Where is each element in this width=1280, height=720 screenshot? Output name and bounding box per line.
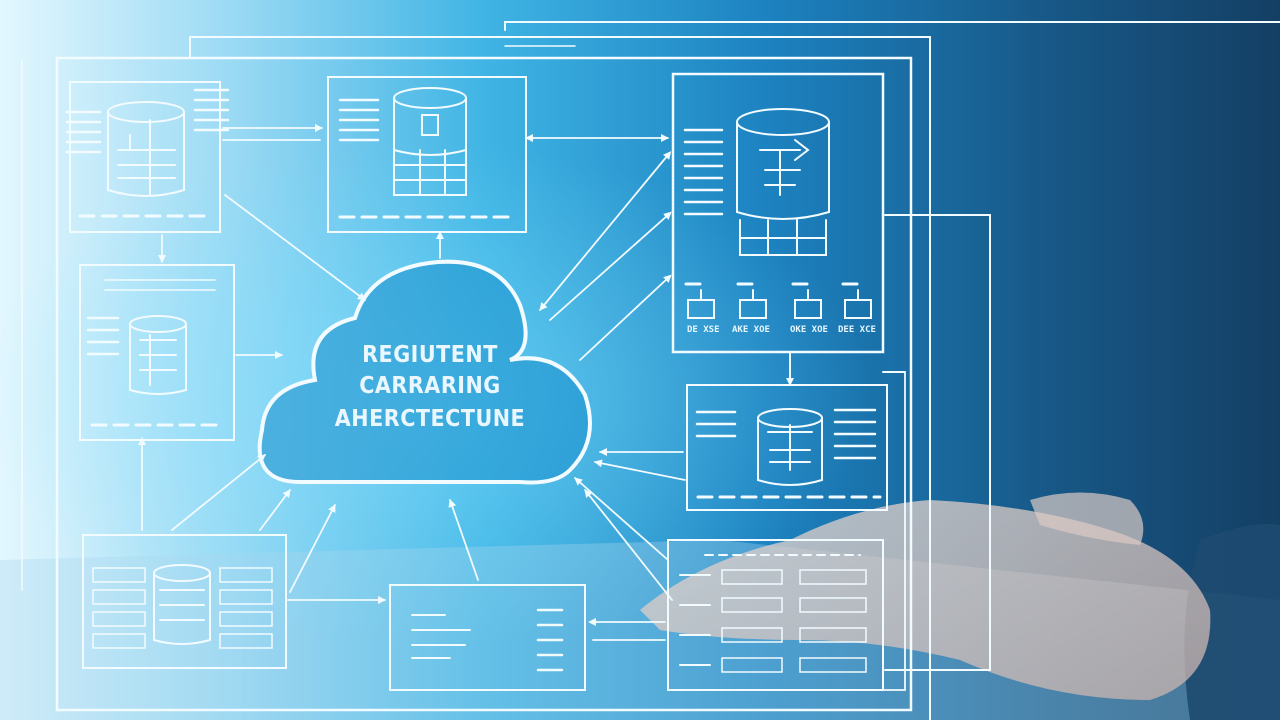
database-icon (107, 101, 185, 197)
cloud-title-line-2: CARRARING (359, 373, 501, 399)
server-labels: DE XSE AKE XOE OKE XOE DEE XCE (687, 325, 876, 335)
database-icon (129, 315, 187, 395)
outer-frame (55, 56, 913, 712)
server-label-2: AKE XOE (732, 325, 770, 335)
cloud-title-line-3: AHERCTECTUNE (335, 406, 525, 432)
server-node-main (671, 72, 885, 354)
database-node-b (327, 76, 527, 233)
cloud-icon (257, 259, 592, 485)
database-icon (736, 108, 830, 256)
connectors (138, 124, 906, 691)
database-node-a (65, 81, 230, 233)
server-label-4: DEE XCE (838, 325, 876, 335)
document-node-g (389, 584, 586, 691)
frame-line-right (884, 214, 991, 671)
cloud-title: REGIUTENT CARRARING AHERCTECTUNE (335, 342, 525, 432)
server-icon-row (684, 282, 872, 319)
storage-node-f (82, 534, 287, 669)
server-grid-node-h (667, 539, 884, 691)
server-label-3: OKE XOE (790, 325, 828, 335)
database-icon (393, 87, 467, 196)
frame-line-top (504, 21, 1280, 31)
frame-line (189, 36, 931, 720)
database-icon (153, 564, 211, 645)
database-icon (757, 408, 823, 486)
database-node-e (686, 384, 888, 511)
server-label-1: DE XSE (687, 325, 720, 335)
cloud-title-line-1: REGIUTENT (362, 342, 498, 368)
database-node-c (79, 264, 235, 441)
